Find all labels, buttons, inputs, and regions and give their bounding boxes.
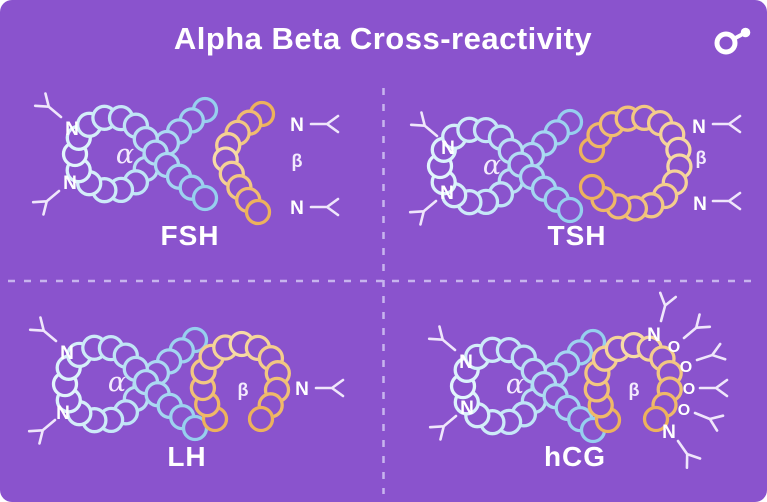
- n-site-label: N: [440, 183, 454, 204]
- page-title: Alpha Beta Cross-reactivity: [174, 21, 593, 56]
- n-site-label: N: [56, 403, 70, 424]
- n-site-label: N: [647, 325, 661, 346]
- alpha-subunit-label: α: [108, 367, 126, 398]
- beta-subunit-label: β: [696, 148, 707, 168]
- beta-subunit-label: β: [238, 380, 249, 400]
- n-site-label: N: [460, 398, 474, 419]
- beta-bead: [642, 405, 670, 433]
- hormone-name: TSH: [548, 220, 607, 251]
- beta-subunit-label: β: [292, 151, 303, 171]
- panel-hcg: N N α β N O O O O N hCG: [427, 291, 729, 472]
- n-site-label: N: [459, 352, 473, 373]
- n-site-label: N: [662, 422, 676, 443]
- beta-bead: [578, 173, 606, 201]
- hormone-name: LH: [167, 441, 206, 472]
- n-site-label: N: [60, 343, 74, 364]
- hormone-name: FSH: [161, 220, 220, 251]
- panel-fsh: N N α N β N FSH: [31, 92, 340, 251]
- alpha-bead: [191, 184, 219, 212]
- beta-bead: [247, 405, 275, 433]
- o-site-label: O: [683, 381, 695, 398]
- osmosis-logo-icon: [714, 27, 751, 55]
- n-site-label: N: [441, 138, 455, 159]
- n-site-label: N: [693, 194, 707, 215]
- n-site-label: N: [692, 117, 706, 138]
- panel-tsh: N N α N β N TSH: [408, 104, 742, 251]
- o-site-label: O: [668, 339, 680, 356]
- o-site-label: O: [678, 402, 690, 419]
- n-site-label: N: [295, 379, 309, 400]
- n-site-label: N: [290, 115, 304, 136]
- n-site-label: N: [63, 173, 77, 194]
- n-site-label: N: [290, 198, 304, 219]
- alpha-bead: [556, 196, 584, 224]
- hormone-name: hCG: [544, 441, 606, 472]
- beta-subunit-label: β: [629, 380, 640, 400]
- beta-bead: [244, 198, 272, 226]
- o-site-label: O: [680, 359, 692, 376]
- alpha-subunit-label: α: [483, 150, 501, 181]
- n-site-label: N: [65, 119, 79, 140]
- panel-lh: N N α β N LH: [27, 316, 345, 472]
- alpha-subunit-label: α: [506, 369, 524, 400]
- alpha-subunit-label: α: [116, 139, 134, 170]
